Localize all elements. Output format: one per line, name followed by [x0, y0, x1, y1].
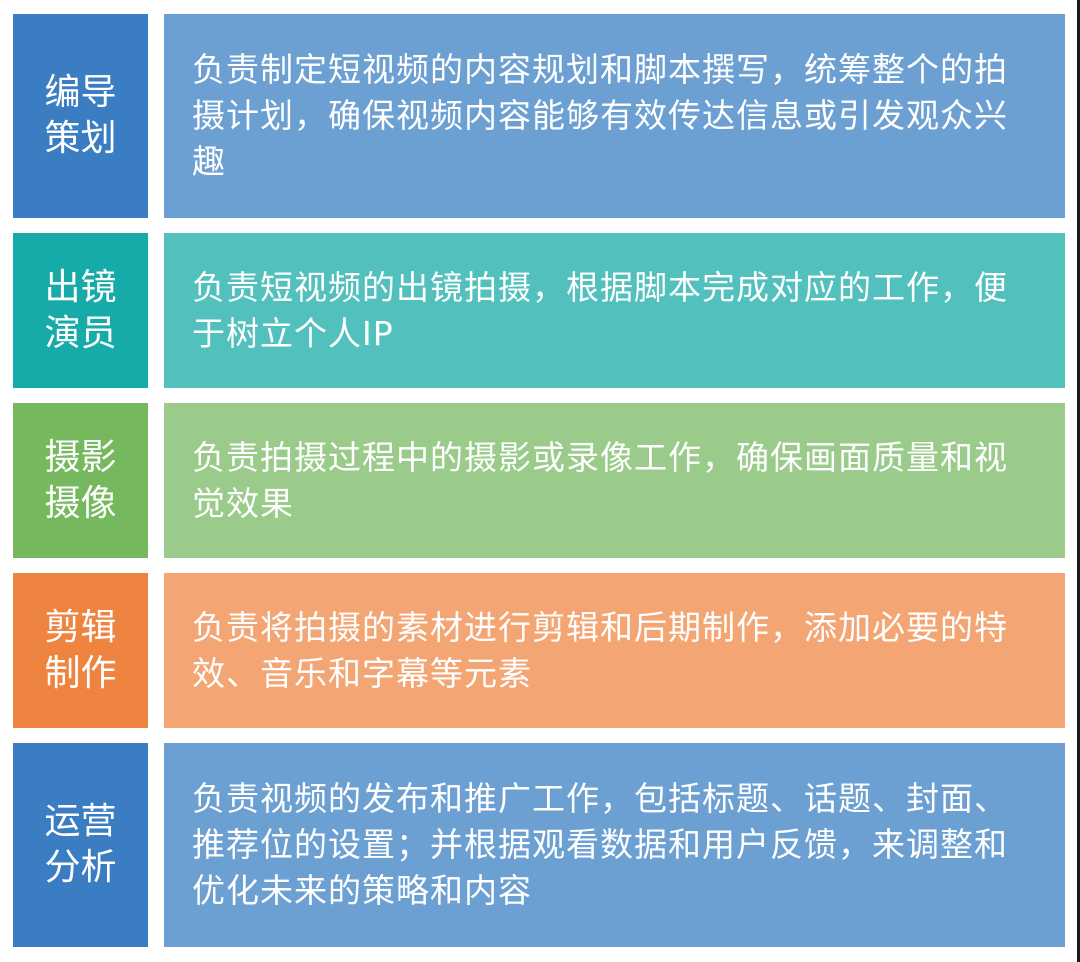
- role-label: 出镜演员: [13, 233, 148, 388]
- role-label: 剪辑制作: [13, 573, 148, 728]
- role-description-text: 负责将拍摄的素材进行剪辑和后期制作，添加必要的特效、音乐和字幕等元素: [192, 607, 1008, 693]
- role-label: 编导策划: [13, 14, 148, 218]
- role-label-line: 剪辑: [44, 606, 117, 648]
- role-label-line: 摄像: [44, 482, 117, 524]
- role-description-text: 负责视频的发布和推广工作，包括标题、话题、封面、推荐位的设置；并根据观看数据和用…: [192, 779, 1008, 910]
- role-description-text: 负责拍摄过程中的摄影或录像工作，确保画面质量和视觉效果: [192, 437, 1008, 523]
- role-label-line: 运营: [44, 801, 117, 842]
- role-label-line: 摄影: [44, 436, 117, 478]
- role-label-line: 演员: [44, 312, 117, 354]
- role-description: 负责拍摄过程中的摄影或录像工作，确保画面质量和视觉效果: [164, 403, 1065, 558]
- role-label-line: 分析: [44, 847, 117, 888]
- role-label-line: 制作: [44, 652, 117, 694]
- role-row-camera: 摄影摄像 负责拍摄过程中的摄影或录像工作，确保画面质量和视觉效果: [13, 403, 1065, 558]
- right-edge-line: [1077, 0, 1080, 962]
- role-description-text: 负责短视频的出镜拍摄，根据脚本完成对应的工作，便于树立个人IP: [192, 267, 1008, 353]
- role-row-operations: 运营分析 负责视频的发布和推广工作，包括标题、话题、封面、推荐位的设置；并根据观…: [13, 743, 1065, 947]
- role-description: 负责短视频的出镜拍摄，根据脚本完成对应的工作，便于树立个人IP: [164, 233, 1065, 388]
- role-row-directing: 编导策划 负责制定短视频的内容规划和脚本撰写，统筹整个的拍摄计划，确保视频内容能…: [13, 14, 1065, 218]
- role-description: 负责将拍摄的素材进行剪辑和后期制作，添加必要的特效、音乐和字幕等元素: [164, 573, 1065, 728]
- role-label-line: 策划: [44, 118, 117, 159]
- role-label-line: 出镜: [44, 266, 117, 308]
- role-row-actor: 出镜演员 负责短视频的出镜拍摄，根据脚本完成对应的工作，便于树立个人IP: [13, 233, 1065, 388]
- role-description: 负责制定短视频的内容规划和脚本撰写，统筹整个的拍摄计划，确保视频内容能够有效传达…: [164, 14, 1065, 218]
- role-label: 摄影摄像: [13, 403, 148, 558]
- role-description-text: 负责制定短视频的内容规划和脚本撰写，统筹整个的拍摄计划，确保视频内容能够有效传达…: [192, 50, 1008, 181]
- role-row-editing: 剪辑制作 负责将拍摄的素材进行剪辑和后期制作，添加必要的特效、音乐和字幕等元素: [13, 573, 1065, 728]
- role-label-line: 编导: [44, 72, 117, 113]
- role-label: 运营分析: [13, 743, 148, 947]
- role-description: 负责视频的发布和推广工作，包括标题、话题、封面、推荐位的设置；并根据观看数据和用…: [164, 743, 1065, 947]
